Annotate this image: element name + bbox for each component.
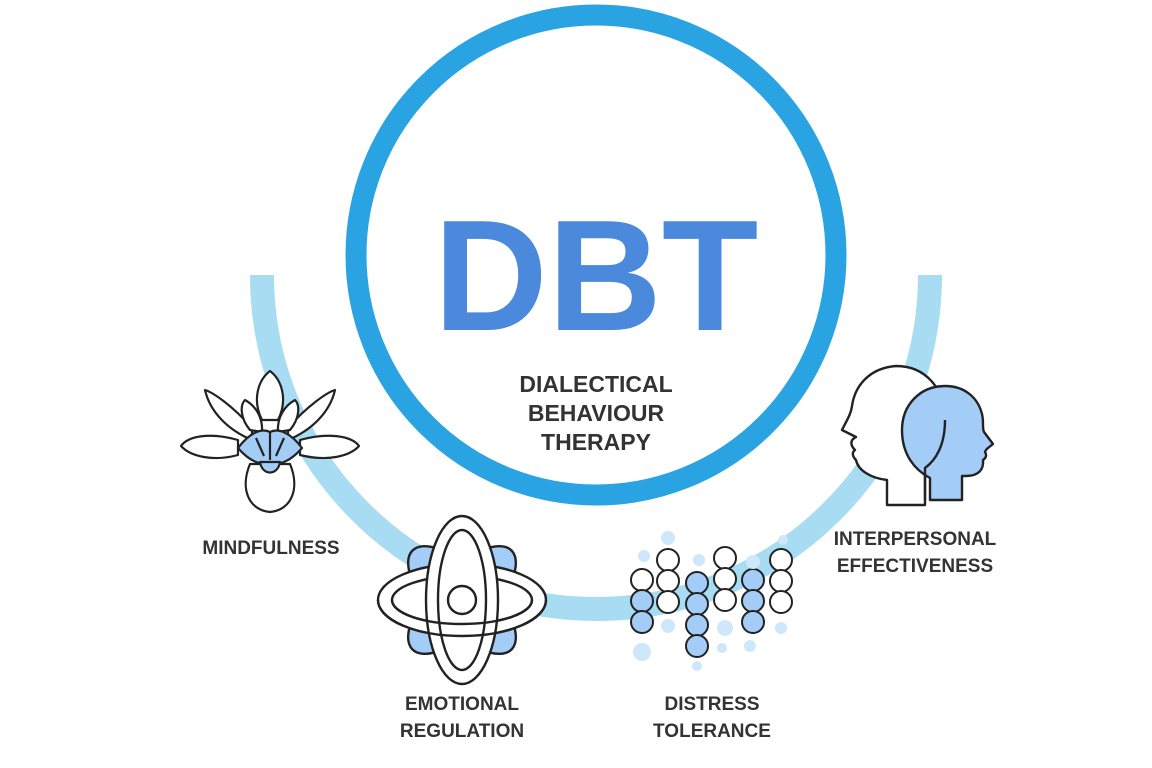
bubble-columns-icon [630,531,793,671]
subtitle-line-3: THERAPY [541,429,651,455]
interpersonal-effectiveness-label-2: EFFECTIVENESS [837,556,993,577]
lotus-flower-icon [179,369,361,514]
mindfulness-label: MINDFULNESS [202,538,339,559]
interpersonal-effectiveness-label-1: INTERPERSONAL [834,529,997,550]
atom-orbit-icon [376,514,548,686]
subtitle-line-2: BEHAVIOUR [528,400,665,426]
main-title: DBT [434,188,759,364]
distress-tolerance-label-1: DISTRESS [664,694,759,715]
distress-tolerance-label-2: TOLERANCE [653,721,771,742]
main-ring [345,4,847,506]
emotional-regulation-label-2: REGULATION [400,721,524,742]
subtitle-line-1: DIALECTICAL [519,371,672,397]
emotional-regulation-label-1: EMOTIONAL [405,694,519,715]
two-heads-icon [840,364,995,507]
